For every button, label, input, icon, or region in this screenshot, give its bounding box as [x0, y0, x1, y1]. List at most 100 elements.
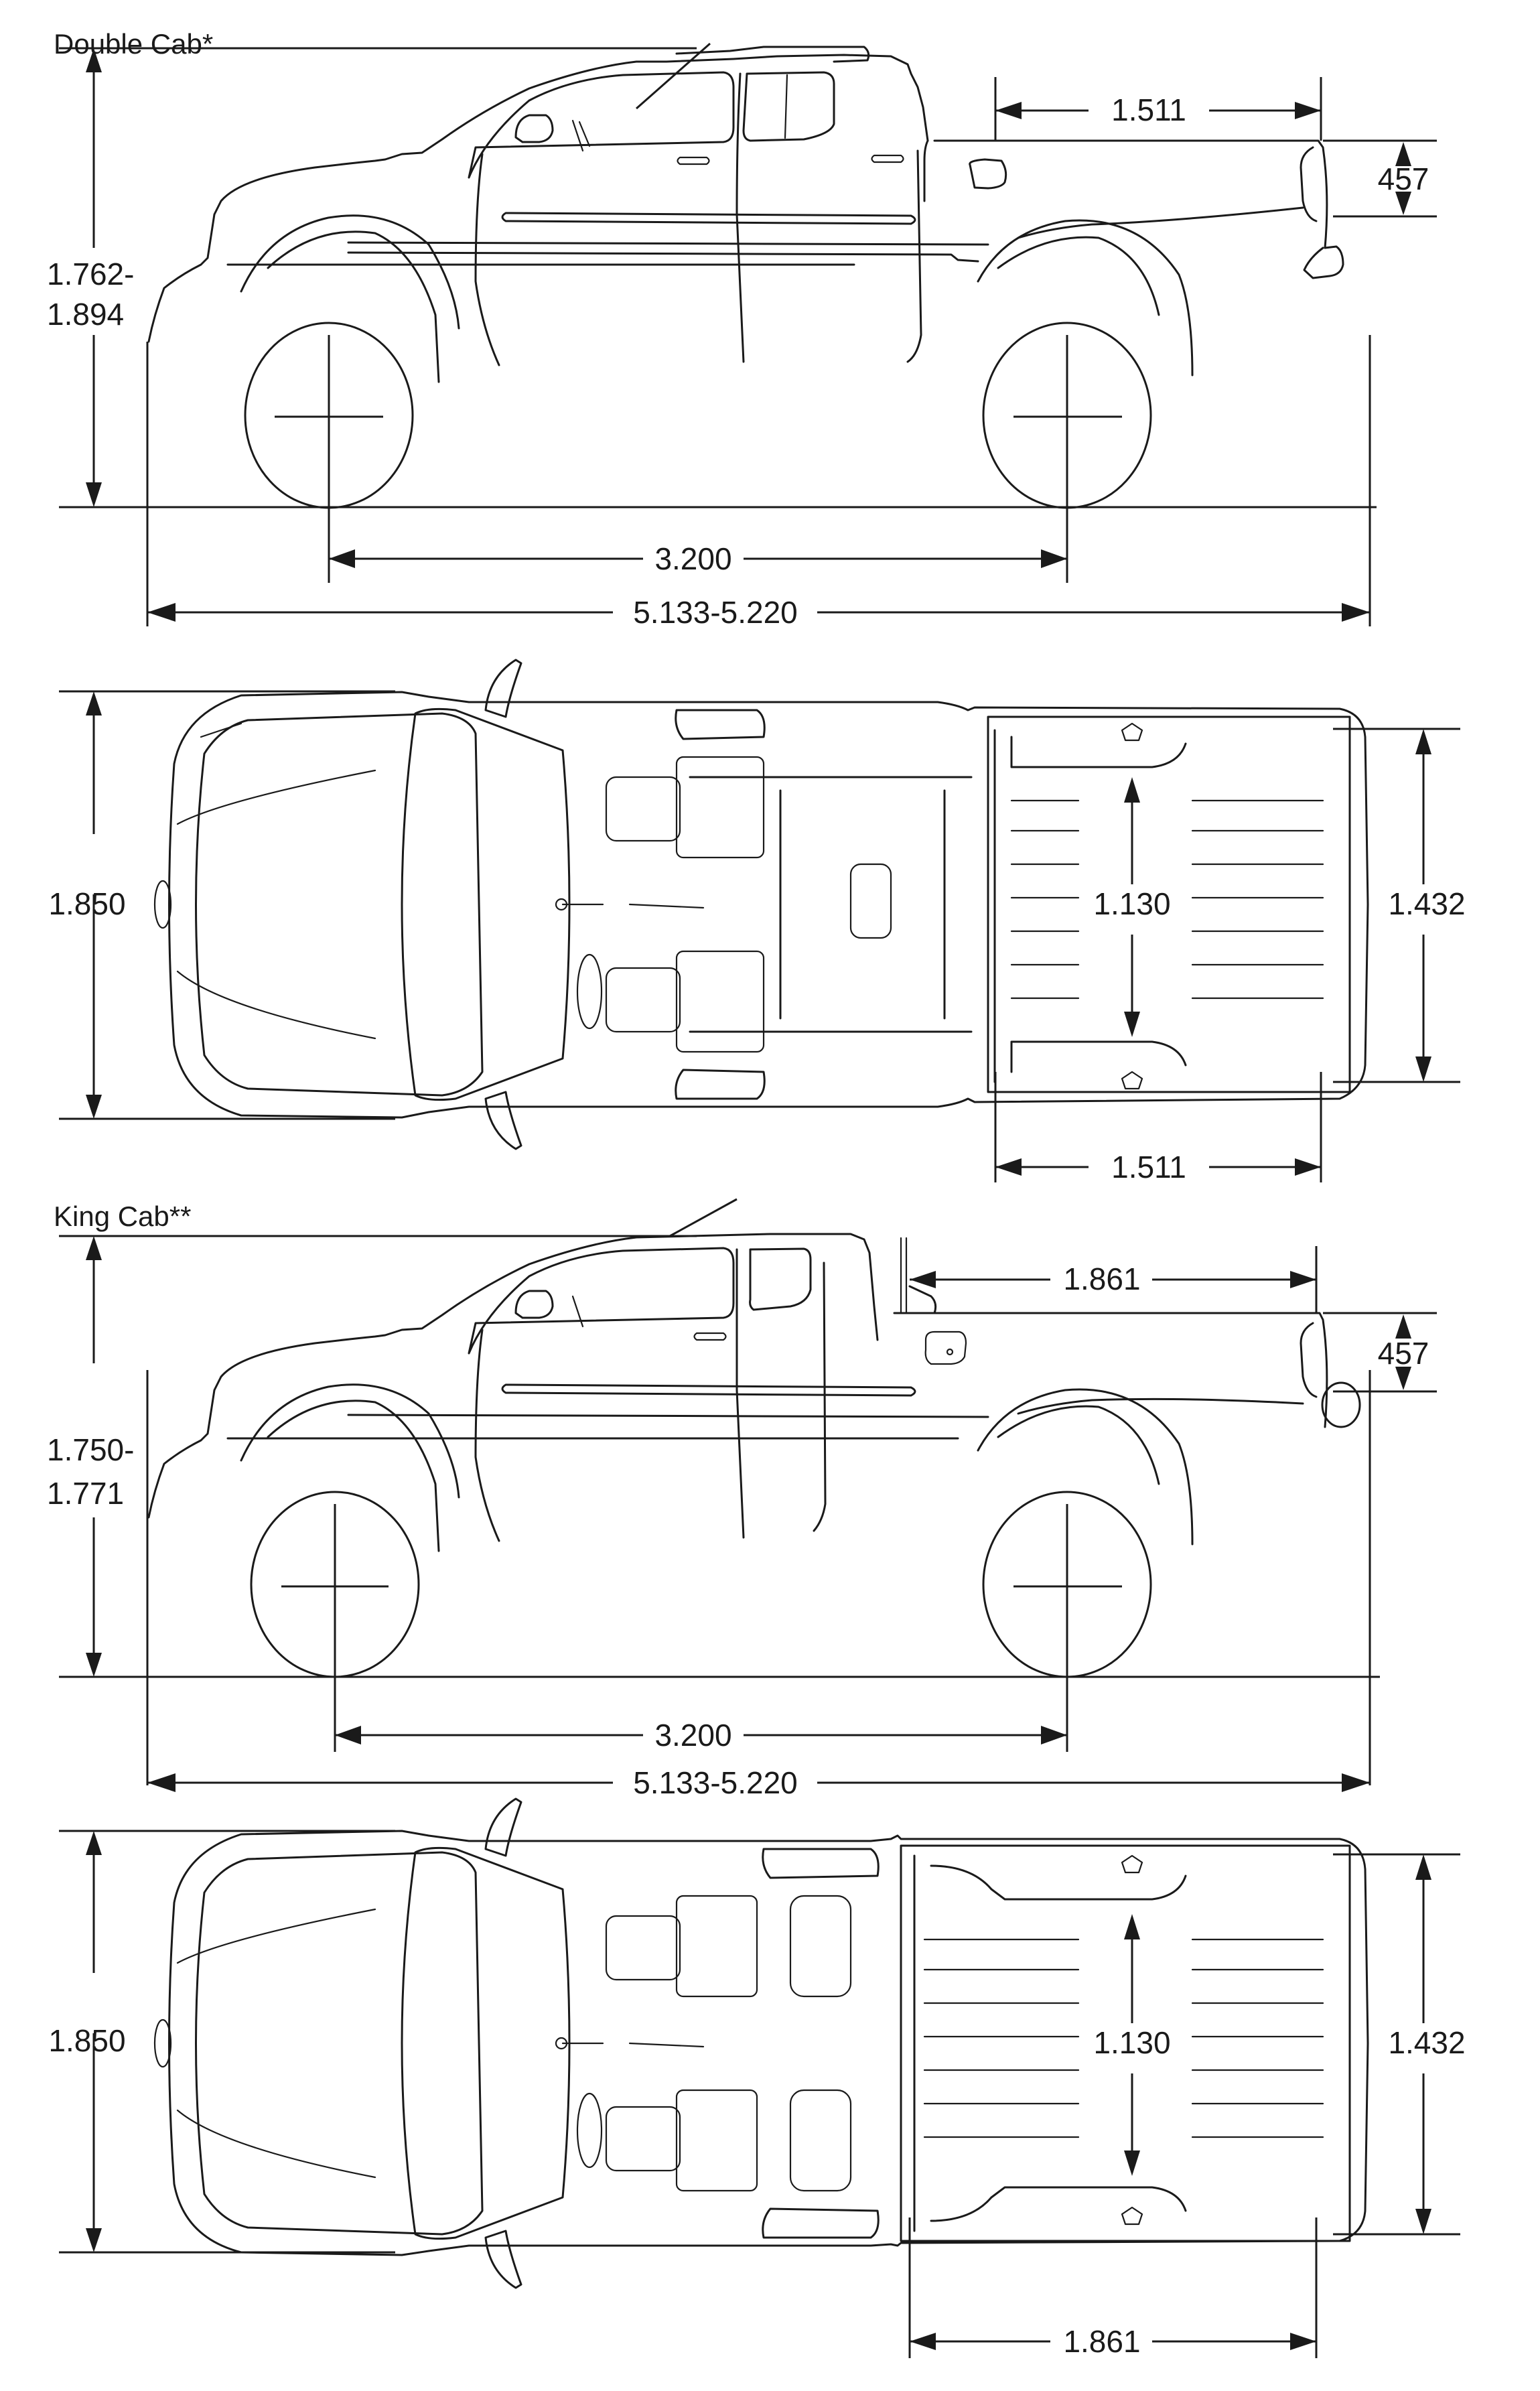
- arrow-right-icon: [1295, 1158, 1321, 1176]
- arrow-up-icon: [1395, 142, 1411, 166]
- rear-door-handle: [871, 154, 904, 163]
- front-seat-right: [605, 2106, 681, 2172]
- arrow-down-icon: [1395, 1367, 1411, 1390]
- vehicle-outline-top: [168, 691, 1369, 1119]
- arrow-left-icon: [995, 1158, 1022, 1176]
- right-mirror: [484, 2230, 522, 2289]
- fuel-door: [969, 158, 1007, 190]
- left-mirror: [484, 1797, 522, 1857]
- arrow-left-icon: [147, 1773, 176, 1792]
- king-cab-wheelbase-label: 3.200: [654, 1718, 731, 1753]
- arrow-down-icon: [1124, 1012, 1140, 1037]
- door-window: [468, 1247, 735, 1355]
- arrow-down-icon: [1124, 2150, 1140, 2176]
- arrow-down-icon: [1415, 2209, 1431, 2234]
- double-cab-width-label: 1.850: [48, 886, 125, 921]
- door-handle: [693, 1332, 727, 1341]
- right-mirror: [484, 1091, 522, 1150]
- tow-ball-hitch: [1321, 1381, 1361, 1428]
- double-cab-overall-length-label: 5.133-5.220: [633, 595, 798, 630]
- steering-wheel: [576, 2092, 603, 2169]
- arrow-up-icon: [1415, 1854, 1431, 1880]
- hood: [195, 712, 484, 1097]
- jump-seat-left: [789, 1895, 852, 1998]
- king-cab-bed-side-height-label: 457: [1378, 1336, 1429, 1371]
- side-mirror: [514, 114, 554, 143]
- vehicle-outline-top: [168, 1830, 1369, 2256]
- tie-down-anchor: [1121, 2206, 1143, 2226]
- double-cab-height-line1: 1.762-: [47, 257, 134, 291]
- front-emblem: [153, 2019, 172, 2068]
- king-cab-bed-width-label: 1.432: [1388, 2025, 1465, 2060]
- front-door-handle: [677, 156, 710, 165]
- front-seat-right: [605, 967, 681, 1033]
- front-door-window: [468, 71, 735, 179]
- rear-quarter-window: [749, 1247, 812, 1311]
- king-cab-width-label: 1.850: [48, 2023, 125, 2058]
- arrow-right-icon: [1295, 102, 1321, 119]
- arrow-right-icon: [1290, 2333, 1316, 2350]
- double-cab-bed-length-bottom-label: 1.511: [1111, 1150, 1186, 1184]
- rear-door-window: [742, 71, 835, 142]
- rear-wheel-arch: [977, 1388, 1194, 1546]
- king-cab-top-view: 1.850: [48, 1797, 1466, 2359]
- left-mirror: [484, 659, 522, 718]
- side-molding: [501, 1383, 916, 1397]
- cargo-bed: [900, 1844, 1351, 2242]
- cargo-bed: [987, 715, 1351, 1093]
- arrow-up-icon: [86, 1236, 102, 1260]
- king-cab-height-line2: 1.771: [47, 1476, 124, 1511]
- antenna-line: [636, 42, 711, 110]
- arrow-right-icon: [1342, 1773, 1370, 1792]
- side-molding: [501, 212, 916, 225]
- double-cab-title: Double Cab*: [54, 28, 213, 60]
- double-cab-bed-inner-width-label: 1.130: [1093, 886, 1170, 921]
- arrow-up-icon: [86, 48, 102, 72]
- arrow-up-icon: [1395, 1314, 1411, 1339]
- hood: [195, 1851, 484, 2236]
- bed-ribs: [923, 1938, 1324, 2138]
- tie-down-anchor: [1121, 722, 1143, 742]
- arrow-down-icon: [86, 2228, 102, 2252]
- double-cab-wheelbase-label: 3.200: [654, 541, 731, 576]
- fuel-door: [924, 1330, 967, 1365]
- double-cab-bed-width-label: 1.432: [1388, 886, 1465, 921]
- king-cab-side-view: King Cab** 1.750- 1.771: [47, 1198, 1437, 1800]
- king-cab-title: King Cab**: [54, 1201, 191, 1232]
- arrow-left-icon: [910, 2333, 936, 2350]
- front-emblem: [153, 880, 172, 929]
- king-cab-overall-length-label: 5.133-5.220: [633, 1765, 798, 1800]
- arrow-left-icon: [329, 549, 355, 568]
- arrow-left-icon: [910, 1271, 936, 1288]
- double-cab-height-line2: 1.894: [47, 297, 124, 332]
- front-wheel-arch: [240, 1383, 460, 1499]
- arrow-up-icon: [86, 691, 102, 715]
- arrow-right-icon: [1290, 1271, 1316, 1288]
- king-cab-bed-length-label: 1.861: [1063, 1261, 1140, 1296]
- arrow-down-icon: [86, 482, 102, 507]
- arrow-down-icon: [86, 1095, 102, 1119]
- double-cab-bed-length-label: 1.511: [1111, 92, 1186, 127]
- double-cab-side-view: Double Cab* 1.762- 1.894: [47, 28, 1437, 630]
- steering-wheel: [576, 953, 603, 1030]
- king-cab-height-line1: 1.750-: [47, 1432, 134, 1467]
- arrow-up-icon: [1124, 1914, 1140, 1939]
- double-cab-bed-side-height-label: 457: [1378, 161, 1429, 196]
- double-cab-top-view: 1.850: [48, 659, 1466, 1184]
- arrow-up-icon: [86, 1831, 102, 1855]
- arrow-right-icon: [1041, 1726, 1067, 1745]
- arrow-down-icon: [1395, 192, 1411, 215]
- king-cab-bed-inner-width-label: 1.130: [1093, 2025, 1170, 2060]
- arrow-left-icon: [995, 102, 1022, 119]
- tie-down-anchor: [1121, 1854, 1143, 1874]
- windshield: [401, 1846, 571, 2240]
- front-wheel-arch: [240, 214, 460, 330]
- arrow-up-icon: [1124, 777, 1140, 803]
- arrow-down-icon: [1415, 1056, 1431, 1082]
- arrow-right-icon: [1041, 549, 1067, 568]
- jump-seat-right: [789, 2089, 852, 2192]
- arrow-up-icon: [1415, 729, 1431, 754]
- front-seat-left: [605, 1915, 681, 1981]
- bed-ribs: [1010, 799, 1324, 1000]
